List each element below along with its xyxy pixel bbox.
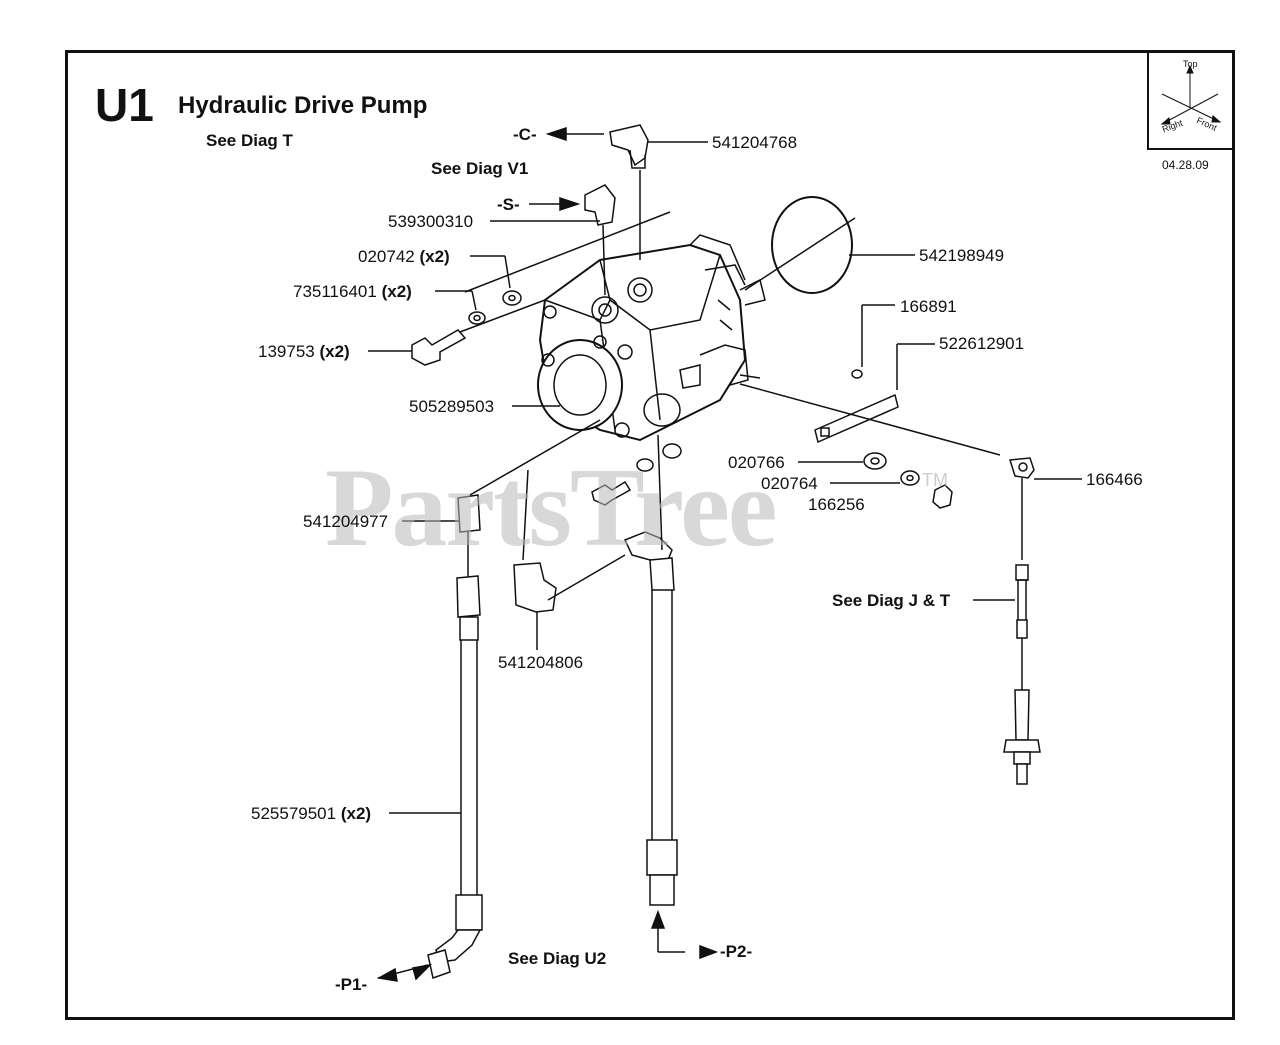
elbow-fitting-c-drawing [609,124,649,169]
part-qty: (x2) [340,804,372,823]
part-number: 541204977 [303,512,389,531]
part-callout[interactable]: 020742 (x2) [358,248,450,265]
part-number: 139753 [258,342,315,361]
connector-p2-label: -P2- [720,942,753,961]
part-number: 541204768 [712,133,798,152]
part-callout[interactable]: 166891 [900,298,957,315]
part-callout[interactable]: 541204806 [498,654,583,671]
section-code: U1 [95,79,154,131]
watermark-trademark: TM [922,470,948,490]
diagram-date: 04.28.09 [1162,158,1209,172]
part-callout[interactable]: 539300310 [388,213,473,230]
part-number: 166891 [900,297,957,316]
part-number: 522612901 [939,334,1025,353]
orientation-top-label: Top [1183,59,1198,69]
part-callout[interactable]: 522612901 [939,335,1024,352]
part-callout[interactable]: 541204768 [712,134,797,151]
orientation-axes [1160,64,1222,125]
part-number: 505289503 [409,397,495,416]
see-diag-u2-link[interactable]: See Diag U2 [508,949,607,968]
see-diag-v1-link[interactable]: See Diag V1 [431,159,529,178]
part-number: 541204806 [498,653,584,672]
see-diag-jt-link[interactable]: See Diag J & T [832,591,951,610]
pump-body-drawing [537,234,766,442]
part-callout[interactable]: 139753 (x2) [258,343,350,360]
part-callout[interactable]: 505289503 [409,398,494,415]
part-callout[interactable]: 166466 [1086,471,1143,488]
part-number: 542198949 [919,246,1005,265]
part-qty: (x2) [319,342,350,361]
see-diag-t-link[interactable]: See Diag T [206,131,293,150]
part-qty: (x2) [419,247,450,266]
part-callout[interactable]: 542198949 [919,247,1004,264]
part-callout[interactable]: 020764 [761,475,818,492]
section-title: Hydraulic Drive Pump [178,92,428,119]
part-callout[interactable]: 735116401 (x2) [293,283,412,300]
watermark: PartsTree [325,446,778,570]
part-callout[interactable]: 541204977 [303,513,388,530]
part-number: 525579501 [251,804,337,823]
connector-c-label: -C- [513,125,537,144]
connector-p1-label: -P1- [335,975,368,994]
orientation-box [1147,52,1234,150]
part-number: 166256 [808,495,865,514]
o-ring-drawing [771,196,853,294]
diagram-frame [65,50,1235,1020]
part-callout[interactable]: 020766 [728,454,785,471]
part-number: 735116401 [293,282,377,301]
part-number: 020764 [761,474,818,493]
elbow-fitting-s-drawing [584,184,616,226]
part-qty: (x2) [381,282,412,301]
part-number: 166466 [1086,470,1143,489]
part-number: 539300310 [388,212,474,231]
part-callout[interactable]: 525579501 (x2) [251,805,371,822]
part-number: 020766 [728,453,785,472]
connector-s-label: -S- [497,195,520,214]
part-callout[interactable]: 166256 [808,496,865,513]
part-number: 020742 [358,247,415,266]
